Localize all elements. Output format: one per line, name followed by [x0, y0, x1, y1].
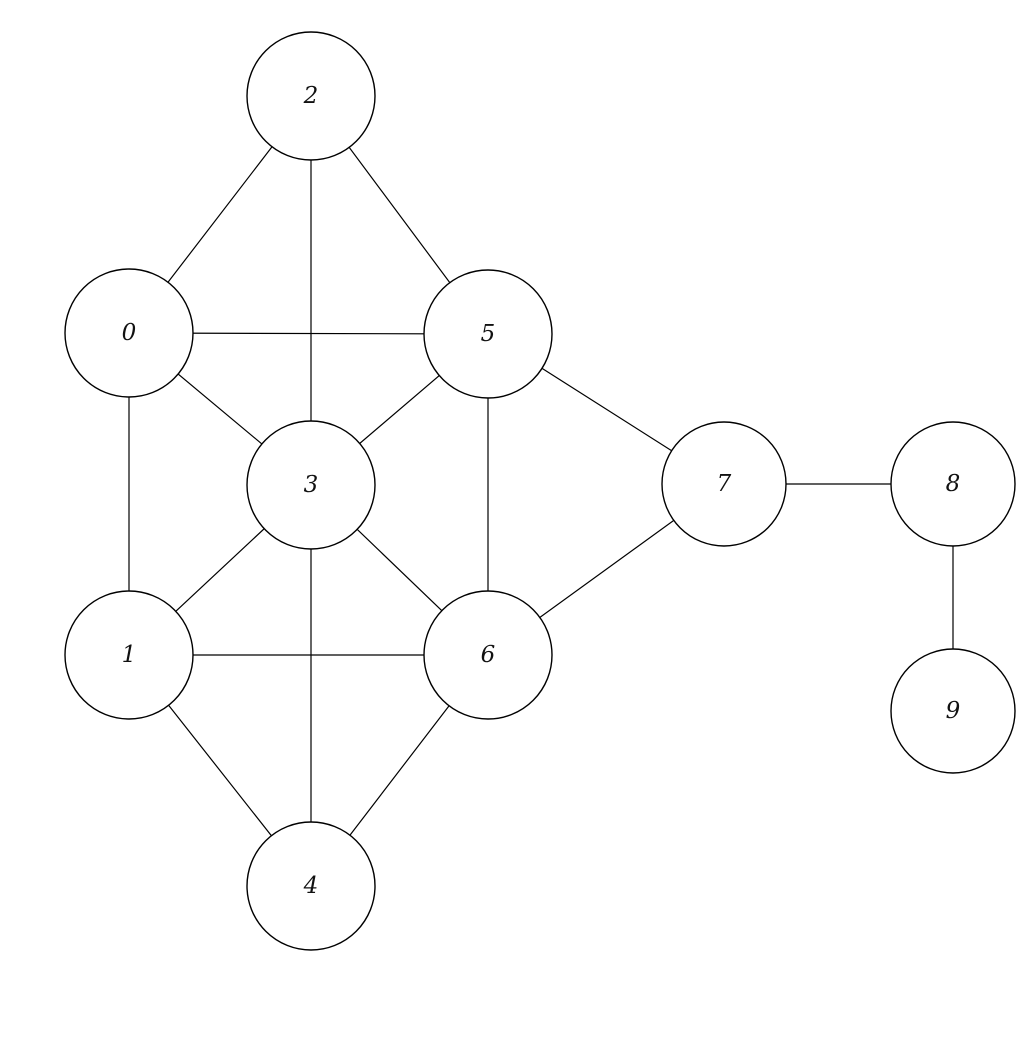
node-circle-2[interactable] — [246, 31, 376, 161]
node-circle-0[interactable] — [64, 268, 194, 398]
graph-node-6[interactable]: 6 — [423, 590, 553, 720]
node-circle-5[interactable] — [423, 269, 553, 399]
graph-node-8[interactable]: 8 — [890, 421, 1016, 547]
graph-node-5[interactable]: 5 — [423, 269, 553, 399]
node-circle-7[interactable] — [661, 421, 787, 547]
node-circle-3[interactable] — [246, 420, 376, 550]
graph-node-1[interactable]: 1 — [64, 590, 194, 720]
node-circle-8[interactable] — [890, 421, 1016, 547]
node-circle-9[interactable] — [890, 648, 1016, 774]
graph-node-9[interactable]: 9 — [890, 648, 1016, 774]
graph-node-2[interactable]: 2 — [246, 31, 376, 161]
graph-node-4[interactable]: 4 — [246, 821, 376, 951]
node-circle-4[interactable] — [246, 821, 376, 951]
node-circle-6[interactable] — [423, 590, 553, 720]
node-circle-1[interactable] — [64, 590, 194, 720]
graph-node-3[interactable]: 3 — [246, 420, 376, 550]
graph-node-7[interactable]: 7 — [661, 421, 787, 547]
graph-node-0[interactable]: 0 — [64, 268, 194, 398]
